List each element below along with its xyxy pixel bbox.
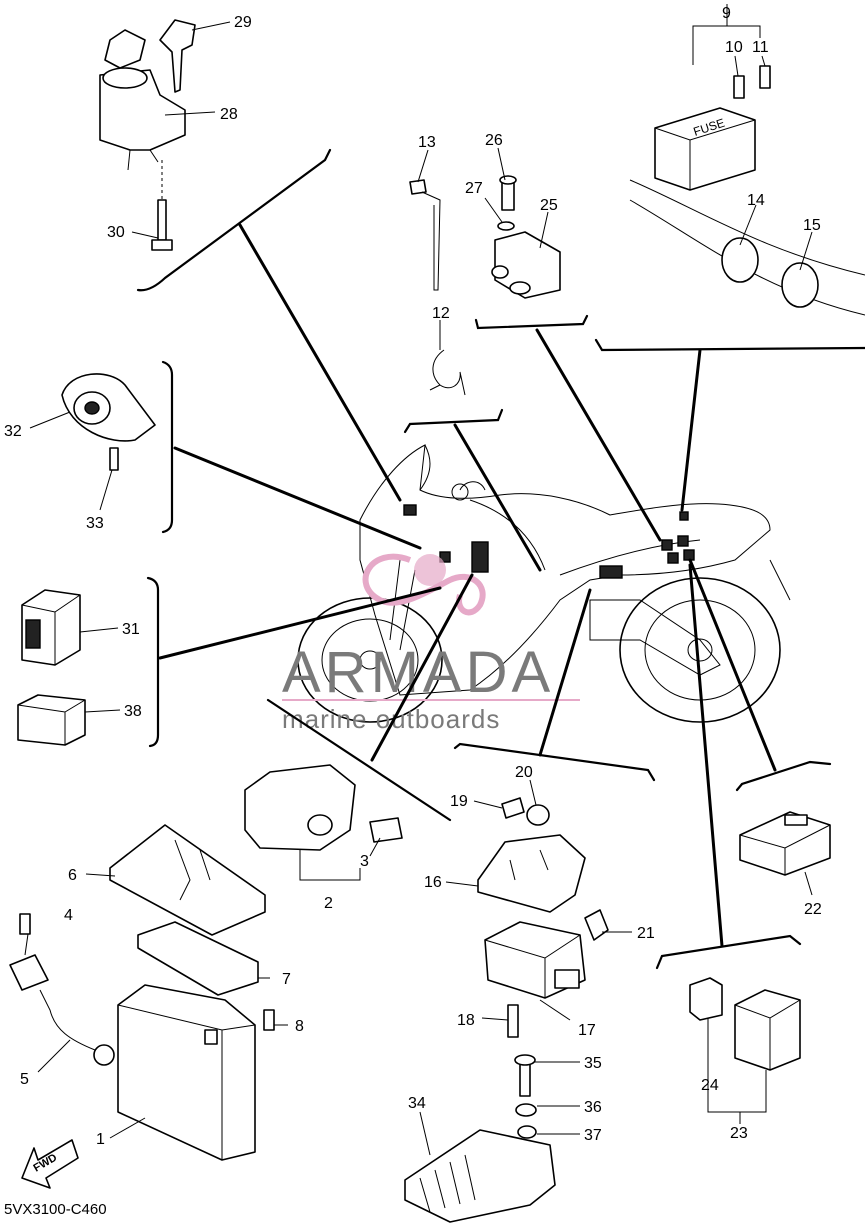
callout-leaders xyxy=(24,4,813,1156)
turn-relay-assembly xyxy=(17,589,86,746)
motorcycle-illustration xyxy=(297,444,791,723)
battery-assembly xyxy=(9,824,275,1161)
relay-22-assembly xyxy=(739,811,831,876)
callout-12: 12 xyxy=(432,305,450,322)
ecu-assembly xyxy=(477,797,609,1038)
callout-20: 20 xyxy=(515,764,533,781)
callout-1: 1 xyxy=(96,1131,105,1148)
armada-watermark: ARMADA marine outboards xyxy=(282,553,580,734)
callout-6: 6 xyxy=(68,867,77,884)
callout-22: 22 xyxy=(804,901,822,918)
rectifier-assembly xyxy=(244,764,403,851)
callout-10: 10 xyxy=(725,39,743,56)
callout-16: 16 xyxy=(424,874,442,891)
main-switch-assembly xyxy=(99,19,196,251)
horn-assembly xyxy=(61,373,156,471)
forward-direction-arrow: FWD xyxy=(21,1139,79,1189)
callout-32: 32 xyxy=(4,423,22,440)
relay-23-assembly xyxy=(689,977,801,1071)
callout-30: 30 xyxy=(107,224,125,241)
callout-28: 28 xyxy=(220,106,238,123)
callout-33: 33 xyxy=(86,515,104,532)
wire-band-and-clamp xyxy=(409,179,466,396)
fuse-box-assembly: FUSE xyxy=(629,65,865,316)
diagram-code: 5VX3100-C460 xyxy=(4,1201,107,1218)
watermark-tagline: marine outboards xyxy=(282,704,500,734)
callout-14: 14 xyxy=(747,192,765,209)
callout-8: 8 xyxy=(295,1018,304,1035)
callout-11: 11 xyxy=(752,39,769,56)
callout-17: 17 xyxy=(578,1022,596,1039)
callout-labels: 1 2 3 4 5 6 7 8 9 10 11 12 13 14 15 16 1… xyxy=(4,5,822,1148)
callout-26: 26 xyxy=(485,132,503,149)
callout-3: 3 xyxy=(360,853,369,870)
callout-25: 25 xyxy=(540,197,558,214)
callout-31: 31 xyxy=(122,621,140,638)
callout-27: 27 xyxy=(465,180,483,197)
leader-lines xyxy=(158,223,777,948)
callout-2: 2 xyxy=(324,895,333,912)
callout-18: 18 xyxy=(457,1012,475,1029)
callout-15: 15 xyxy=(803,217,821,234)
callout-36: 36 xyxy=(584,1099,602,1116)
callout-37: 37 xyxy=(584,1127,602,1144)
callout-21: 21 xyxy=(637,925,655,942)
callout-9: 9 xyxy=(722,5,731,22)
regulator-assembly xyxy=(404,1054,556,1223)
callout-5: 5 xyxy=(20,1071,29,1088)
callout-24: 24 xyxy=(701,1077,719,1094)
callout-34: 34 xyxy=(408,1095,426,1112)
callout-19: 19 xyxy=(450,793,468,810)
group-frames xyxy=(136,148,865,970)
callout-4: 4 xyxy=(64,907,73,924)
callout-7: 7 xyxy=(282,971,291,988)
callout-29: 29 xyxy=(234,14,252,31)
callout-23: 23 xyxy=(730,1125,748,1142)
starter-relay-assembly xyxy=(491,175,561,299)
watermark-brand: ARMADA xyxy=(282,640,554,705)
callout-35: 35 xyxy=(584,1055,602,1072)
callout-13: 13 xyxy=(418,134,436,151)
callout-38: 38 xyxy=(124,703,142,720)
